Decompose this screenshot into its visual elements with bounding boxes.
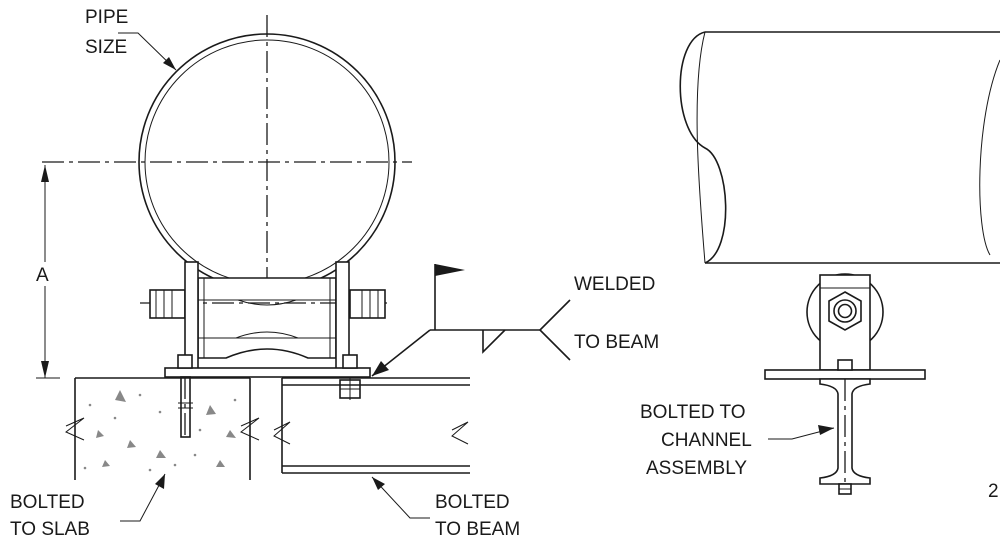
channel-label-1: BOLTED TO	[640, 402, 746, 423]
edge-partial-label: 2	[988, 481, 999, 502]
roller-side	[806, 273, 884, 371]
dimension-a-label: A	[36, 265, 49, 286]
concrete-slab	[65, 377, 260, 480]
hex-nut-icon	[828, 291, 862, 331]
pipe-size-label-1: PIPE	[85, 7, 128, 28]
channel-callout: BOLTED TO CHANNEL ASSEMBLY	[640, 402, 835, 479]
beam-label-1: BOLTED	[435, 492, 510, 513]
base-plate	[164, 367, 371, 378]
channel-assembly	[819, 378, 871, 495]
welded-label-1: WELDED	[574, 274, 655, 295]
roller-axle	[140, 289, 390, 319]
channel-label-2: CHANNEL	[661, 430, 752, 451]
pipe-centerlines	[42, 15, 412, 300]
slab-label-1: BOLTED	[10, 492, 85, 513]
slab-label-2: TO SLAB	[10, 519, 90, 539]
weld-symbol: WELDED TO BEAM	[371, 264, 659, 377]
pipe-size-callout: PIPE SIZE	[85, 7, 177, 71]
end-elevation-view: A	[10, 7, 659, 540]
side-base-plate	[764, 369, 926, 380]
field-weld-flag-icon	[435, 264, 465, 276]
roller	[197, 277, 337, 359]
slab-anchor-bolt	[177, 354, 193, 438]
side-plates	[184, 261, 350, 371]
channel-label-3: ASSEMBLY	[646, 458, 747, 479]
bolted-to-slab-callout: BOLTED TO SLAB	[10, 473, 166, 540]
steel-beam	[273, 377, 470, 474]
side-bolt-head	[837, 359, 853, 371]
beam-label-2: TO BEAM	[435, 519, 520, 539]
pipe-side-view	[679, 31, 1000, 264]
bolted-to-beam-callout: BOLTED TO BEAM	[371, 476, 520, 540]
dimension-a: A	[30, 165, 60, 379]
pipe-size-label-2: SIZE	[85, 37, 127, 58]
side-elevation-view: BOLTED TO CHANNEL ASSEMBLY 2	[640, 31, 1000, 502]
welded-label-2: TO BEAM	[574, 332, 659, 353]
